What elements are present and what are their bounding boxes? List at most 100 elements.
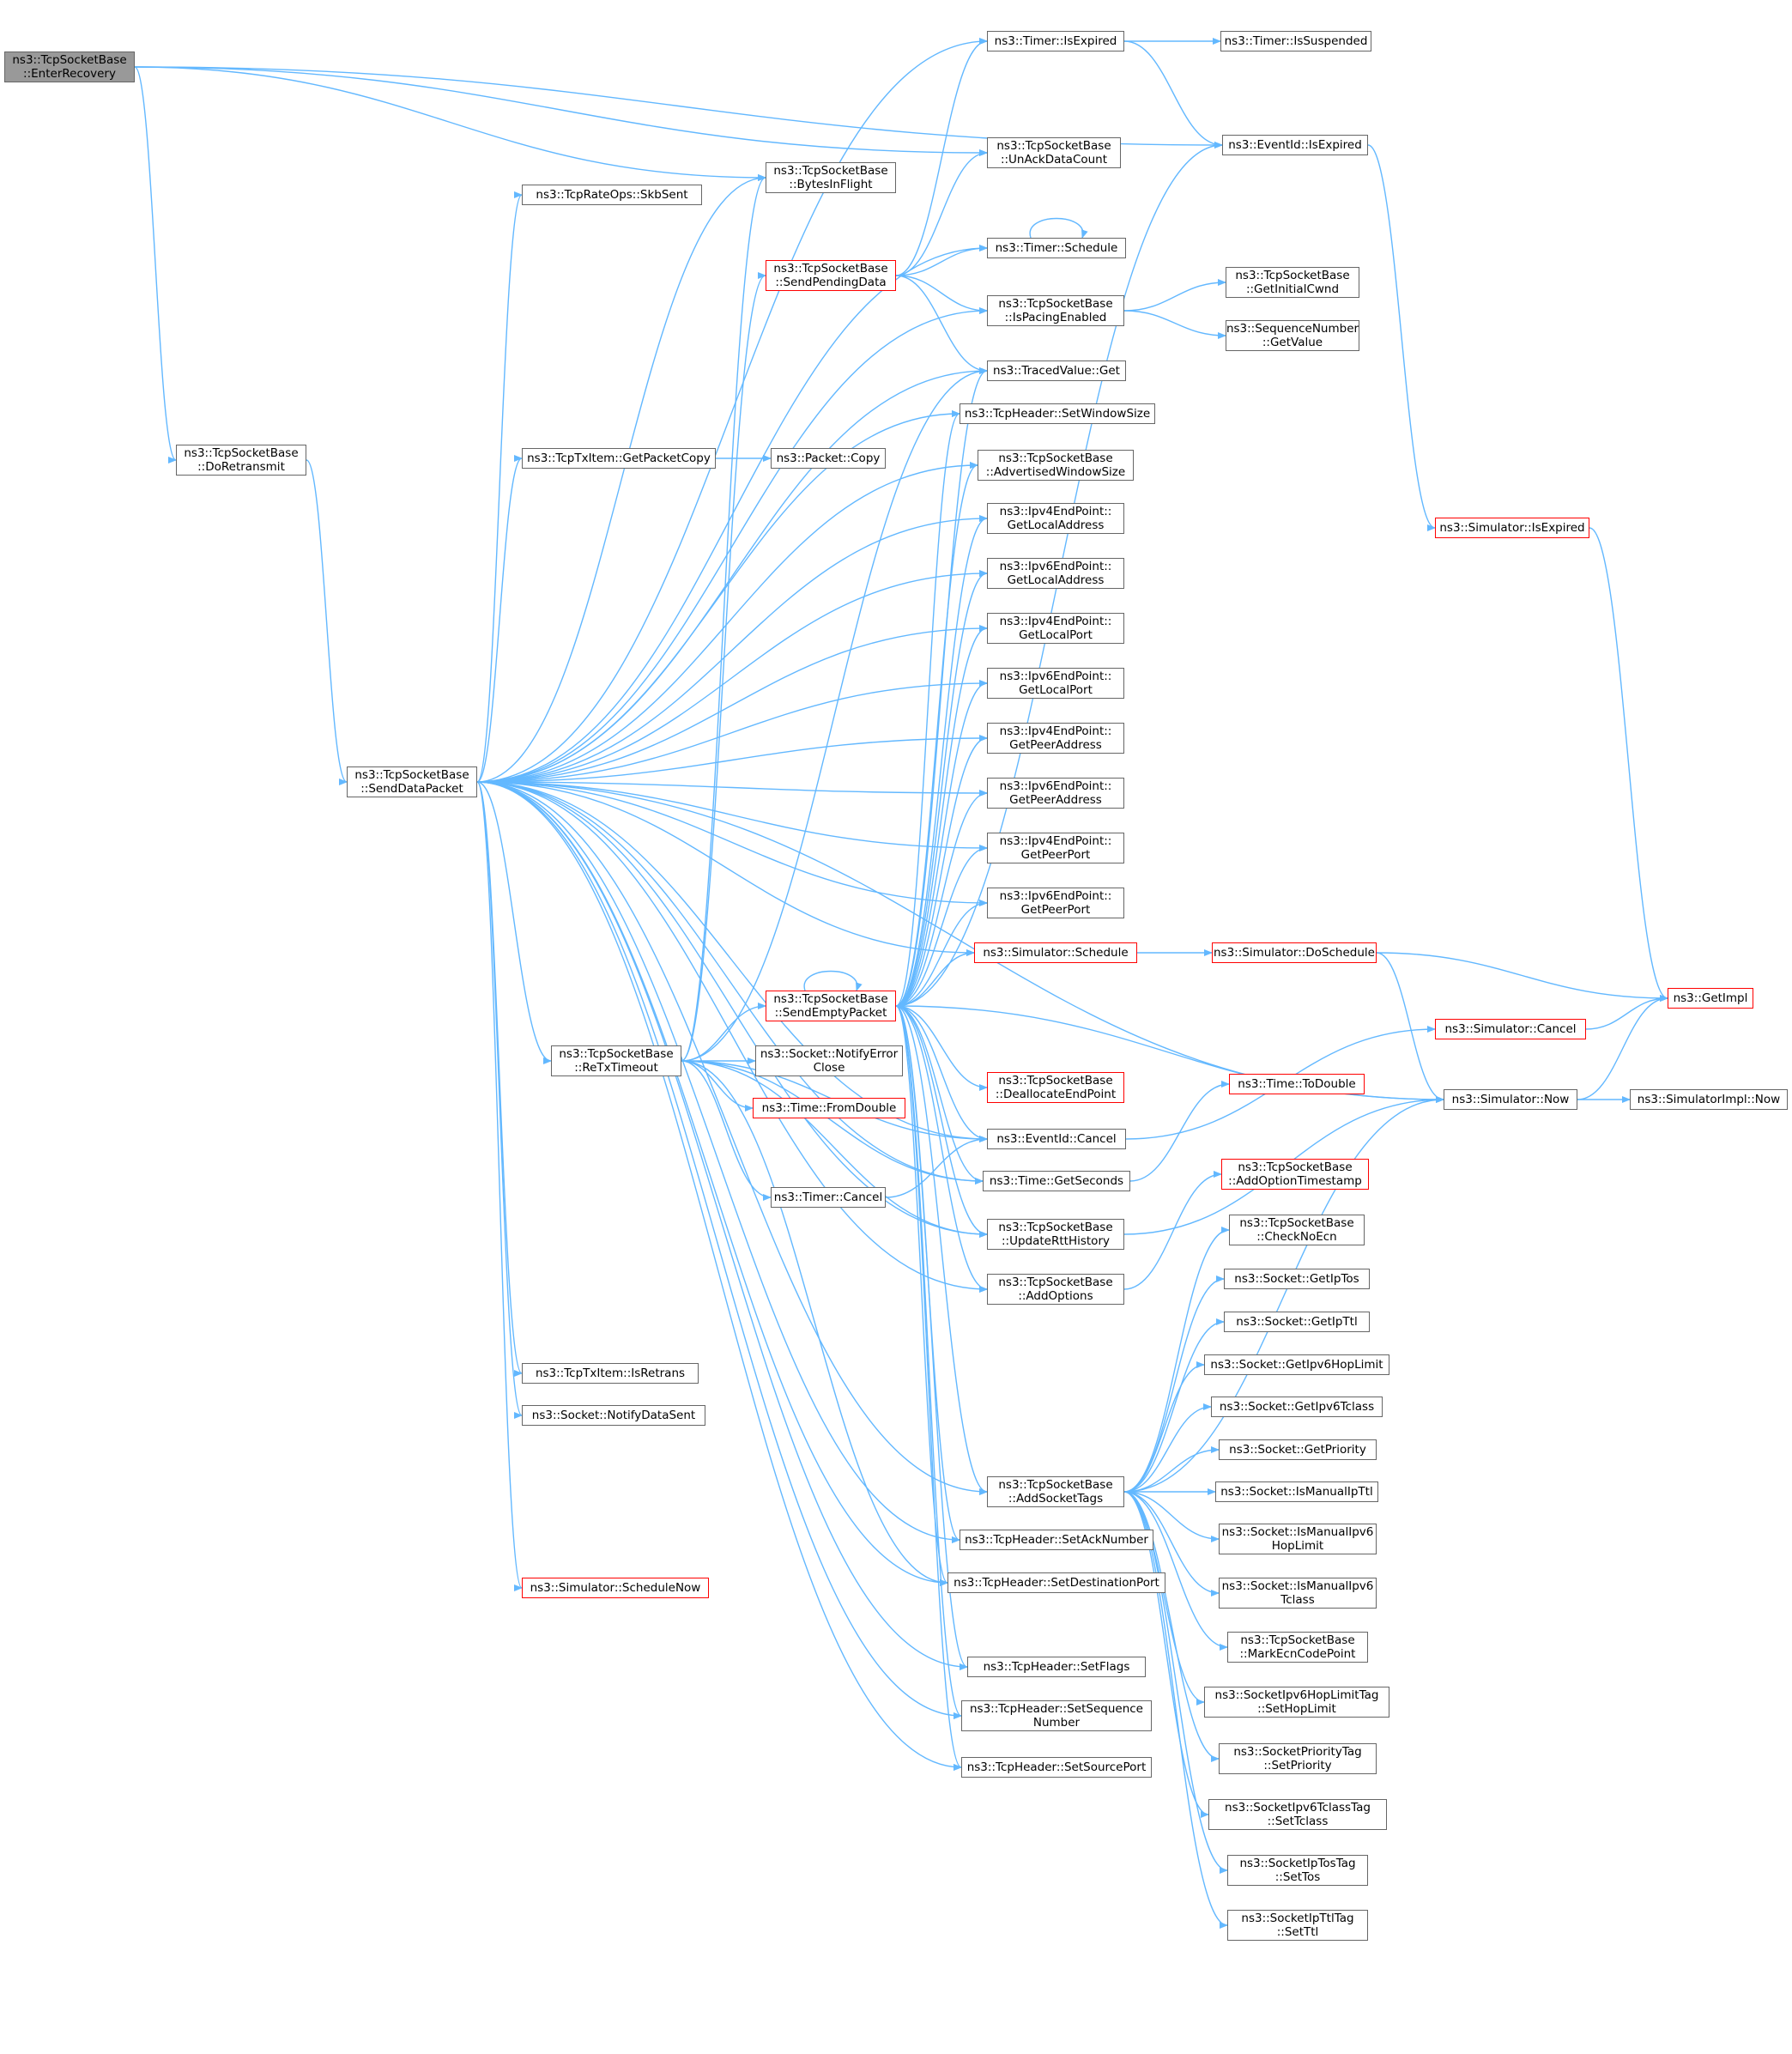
node-sethop[interactable]: ns3::SocketIpv6HopLimitTag::SetHopLimit xyxy=(1204,1687,1389,1718)
edge-addopt-addts xyxy=(1123,1171,1222,1290)
node-v4lp[interactable]: ns3::Ipv4EndPoint::GetLocalPort xyxy=(987,613,1124,644)
node-label: ::SendEmptyPacket xyxy=(774,1006,887,1020)
node-advwin[interactable]: ns3::TcpSocketBase::AdvertisedWindowSize xyxy=(978,450,1134,481)
node-gpc[interactable]: ns3::TcpTxItem::GetPacketCopy xyxy=(522,448,716,469)
node-addtags[interactable]: ns3::TcpSocketBase::AddSocketTags xyxy=(987,1476,1124,1507)
node-setprio[interactable]: ns3::SocketPriorityTag::SetPriority xyxy=(1219,1743,1377,1774)
node-label: ns3::Timer::Cancel xyxy=(773,1191,883,1204)
edge-enter-bif xyxy=(134,66,766,181)
node-label: ns3::Timer::Schedule xyxy=(995,241,1118,255)
node-getsec[interactable]: ns3::Time::GetSeconds xyxy=(983,1171,1130,1191)
node-label: ns3::SimulatorImpl::Now xyxy=(1637,1093,1781,1106)
node-label: GetPeerPort xyxy=(1020,903,1091,917)
edge-sep-setsrc xyxy=(895,1005,962,1771)
node-simdosched[interactable]: ns3::Simulator::DoSchedule xyxy=(1212,942,1377,963)
node-rtthist[interactable]: ns3::TcpSocketBase::UpdateRttHistory xyxy=(987,1219,1124,1250)
node-tsched[interactable]: ns3::Timer::Schedule xyxy=(987,238,1126,258)
node-isretrans[interactable]: ns3::TcpTxItem::IsRetrans xyxy=(522,1363,699,1384)
node-label: ns3::Simulator::Schedule xyxy=(983,946,1129,960)
node-label: ns3::Socket::GetIpv6Tclass xyxy=(1219,1400,1375,1414)
node-todouble[interactable]: ns3::Time::ToDouble xyxy=(1229,1074,1365,1094)
node-v6pa[interactable]: ns3::Ipv6EndPoint::GetPeerAddress xyxy=(987,778,1124,809)
node-markecn[interactable]: ns3::TcpSocketBase::MarkEcnCodePoint xyxy=(1227,1632,1368,1663)
node-seqval[interactable]: ns3::SequenceNumber::GetValue xyxy=(1226,320,1359,351)
edge-sdp-addopt xyxy=(476,781,988,1293)
node-tvget[interactable]: ns3::TracedValue::Get xyxy=(987,361,1126,381)
node-setsrc[interactable]: ns3::TcpHeader::SetSourcePort xyxy=(961,1757,1152,1778)
node-label: ns3::Socket::GetIpTos xyxy=(1234,1272,1359,1286)
node-settos[interactable]: ns3::SocketIpTosTag::SetTos xyxy=(1227,1855,1368,1886)
node-getipttl[interactable]: ns3::Socket::GetIpTtl xyxy=(1224,1312,1370,1332)
node-v6la[interactable]: ns3::Ipv6EndPoint::GetLocalAddress xyxy=(987,558,1124,589)
node-v6pp[interactable]: ns3::Ipv6EndPoint::GetPeerPort xyxy=(987,888,1124,918)
node-tcancel[interactable]: ns3::Timer::Cancel xyxy=(771,1187,886,1208)
node-eidexp[interactable]: ns3::EventId::IsExpired xyxy=(1222,135,1368,155)
node-addopt[interactable]: ns3::TcpSocketBase::AddOptions xyxy=(987,1274,1124,1305)
node-unack[interactable]: ns3::TcpSocketBase::UnAckDataCount xyxy=(987,137,1121,168)
node-tisexp[interactable]: ns3::Timer::IsExpired xyxy=(987,31,1124,52)
node-setwin[interactable]: ns3::TcpHeader::SetWindowSize xyxy=(960,403,1155,424)
node-enter[interactable]: ns3::TcpSocketBase::EnterRecovery xyxy=(4,52,135,82)
node-label: GetLocalPort xyxy=(1019,683,1093,697)
node-simisexp[interactable]: ns3::Simulator::IsExpired xyxy=(1435,518,1589,538)
node-retx[interactable]: ns3::TcpSocketBase::ReTxTimeout xyxy=(551,1045,681,1076)
node-getiptos[interactable]: ns3::Socket::GetIpTos xyxy=(1224,1269,1370,1289)
node-setttl[interactable]: ns3::SocketIpTtlTag::SetTtl xyxy=(1227,1910,1368,1941)
node-pktcopy[interactable]: ns3::Packet::Copy xyxy=(771,448,886,469)
node-pacing[interactable]: ns3::TcpSocketBase::IsPacingEnabled xyxy=(987,295,1124,326)
node-label: ns3::Ipv4EndPoint:: xyxy=(999,834,1112,848)
node-label: ns3::TcpSocketBase xyxy=(773,992,888,1006)
node-v6lp[interactable]: ns3::Ipv6EndPoint::GetLocalPort xyxy=(987,668,1124,699)
edge-sdp-gpc xyxy=(476,455,523,783)
node-initcwnd[interactable]: ns3::TcpSocketBase::GetInitialCwnd xyxy=(1226,267,1359,298)
node-sep[interactable]: ns3::TcpSocketBase::SendEmptyPacket xyxy=(766,991,896,1021)
node-notifyds[interactable]: ns3::Socket::NotifyDataSent xyxy=(522,1405,705,1426)
node-v4pp[interactable]: ns3::Ipv4EndPoint::GetPeerPort xyxy=(987,833,1124,863)
node-label: ns3::TcpSocketBase xyxy=(998,1221,1113,1234)
node-v4pa[interactable]: ns3::Ipv4EndPoint::GetPeerAddress xyxy=(987,723,1124,754)
node-checknoecn[interactable]: ns3::TcpSocketBase::CheckNoEcn xyxy=(1229,1215,1365,1245)
node-bif[interactable]: ns3::TcpSocketBase::BytesInFlight xyxy=(766,162,896,193)
node-label: GetPeerPort xyxy=(1020,848,1091,862)
node-schednow[interactable]: ns3::Simulator::ScheduleNow xyxy=(522,1578,709,1598)
node-tcprate[interactable]: ns3::TcpRateOps::SkbSent xyxy=(522,185,702,205)
node-ismanttl[interactable]: ns3::Socket::IsManualIpTtl xyxy=(1215,1481,1378,1502)
edge-enter-unack xyxy=(134,66,988,156)
node-getprio[interactable]: ns3::Socket::GetPriority xyxy=(1219,1439,1377,1460)
node-label: ns3::TcpSocketBase xyxy=(773,164,888,178)
node-fromd[interactable]: ns3::Time::FromDouble xyxy=(753,1098,905,1118)
edge-sdp-getsec xyxy=(476,781,984,1185)
node-getv6tc[interactable]: ns3::Socket::GetIpv6Tclass xyxy=(1211,1397,1383,1417)
node-label: ns3::TcpSocketBase xyxy=(1235,269,1350,282)
node-tissus[interactable]: ns3::Timer::IsSuspended xyxy=(1220,31,1371,52)
node-setdst[interactable]: ns3::TcpHeader::SetDestinationPort xyxy=(947,1572,1165,1593)
node-label: ::SendDataPacket xyxy=(360,782,463,796)
node-setflags[interactable]: ns3::TcpHeader::SetFlags xyxy=(967,1657,1146,1677)
node-setack[interactable]: ns3::TcpHeader::SetAckNumber xyxy=(960,1530,1153,1550)
node-v4la[interactable]: ns3::Ipv4EndPoint::GetLocalAddress xyxy=(987,503,1124,534)
node-simnow[interactable]: ns3::Simulator::Now xyxy=(1444,1089,1577,1110)
node-settc[interactable]: ns3::SocketIpv6TclassTag::SetTclass xyxy=(1208,1799,1387,1830)
node-getimpl[interactable]: ns3::GetImpl xyxy=(1668,988,1753,1009)
node-getv6hop[interactable]: ns3::Socket::GetIpv6HopLimit xyxy=(1204,1354,1389,1375)
node-simcancel[interactable]: ns3::Simulator::Cancel xyxy=(1435,1019,1586,1039)
node-label: ns3::Time::GetSeconds xyxy=(989,1174,1124,1188)
edge-sdp-v4pp xyxy=(476,781,988,851)
node-label: HopLimit xyxy=(1271,1539,1324,1553)
node-implnow[interactable]: ns3::SimulatorImpl::Now xyxy=(1630,1089,1788,1110)
node-doret[interactable]: ns3::TcpSocketBase::DoRetransmit xyxy=(176,445,306,476)
node-dealloc[interactable]: ns3::TcpSocketBase::DeallocateEndPoint xyxy=(987,1072,1124,1103)
node-eidcancel[interactable]: ns3::EventId::Cancel xyxy=(987,1129,1126,1149)
node-sdp[interactable]: ns3::TcpSocketBase::SendDataPacket xyxy=(347,766,477,797)
node-spd[interactable]: ns3::TcpSocketBase::SendPendingData xyxy=(766,260,896,291)
edge-sep-v4la xyxy=(895,515,988,1007)
node-label: ns3::Time::ToDouble xyxy=(1238,1077,1356,1091)
node-addts[interactable]: ns3::TcpSocketBase::AddOptionTimestamp xyxy=(1221,1159,1369,1190)
node-label: ::SendPendingData xyxy=(775,276,887,289)
node-label: ::MarkEcnCodePoint xyxy=(1239,1647,1356,1661)
node-simsched[interactable]: ns3::Simulator::Schedule xyxy=(974,942,1137,963)
